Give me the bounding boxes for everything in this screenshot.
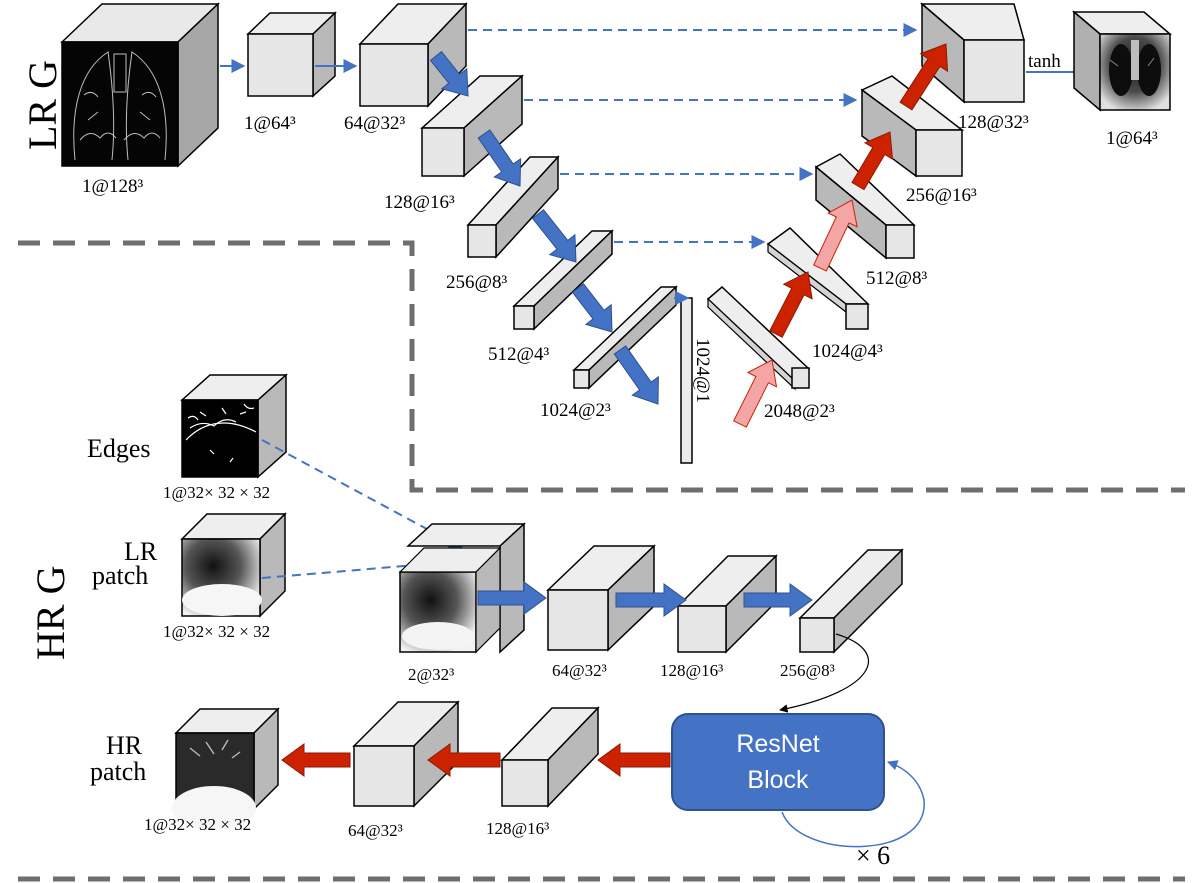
encoder-block-arrow — [429, 50, 469, 97]
lr-decoder-label-1024: 1024@4³ — [812, 341, 883, 362]
lr-bottleneck-label: 1024@1 — [692, 338, 713, 403]
lr-patch-word-2: patch — [92, 561, 148, 590]
hr-encoder-label-2: 2@32³ — [408, 665, 454, 684]
hr-patch-word-1: HR — [106, 731, 143, 760]
decoder-block-arrow — [851, 131, 894, 191]
encoder-block-arrow — [571, 282, 613, 333]
encoder-block-arrow — [743, 583, 813, 617]
hr-arrows — [281, 581, 813, 777]
decoder-block-arrow — [427, 743, 501, 777]
repeat-label: × 6 — [856, 841, 890, 870]
skip-connections — [468, 23, 918, 249]
lr-output-cube — [1071, 10, 1173, 112]
resnet-input-connector — [779, 633, 870, 713]
lr-encoder-block-128 — [420, 74, 524, 178]
encoder-block-arrow — [531, 208, 577, 263]
lr-downsample-cube — [246, 11, 337, 98]
hr-decoder-block-128 — [500, 706, 600, 808]
encoder-arrows — [429, 50, 659, 405]
lr-decoder-label-512: 512@8³ — [866, 268, 927, 289]
decoder-block-arrow — [733, 359, 778, 428]
lr-encoder-block-64 — [358, 2, 468, 108]
hr-concat-cube — [398, 522, 526, 654]
lr-encoder-label-1024: 1024@2³ — [540, 400, 611, 421]
lr-encoder-block-1024 — [572, 285, 678, 390]
hr-lr-patch-cube — [180, 512, 287, 618]
section-title-lr: LR G — [20, 60, 65, 150]
lr-encoder-label-64: 64@32³ — [344, 113, 405, 134]
decoder-block-arrow — [597, 743, 671, 777]
lr-downsample-label: 1@64³ — [244, 113, 296, 134]
edges-label: 1@32× 32 × 32 — [163, 483, 270, 502]
lr-input-label: 1@128³ — [82, 176, 143, 197]
ct-slice-image — [73, 51, 167, 161]
lr-input-cube — [60, 2, 220, 168]
lr-decoder-label-128: 128@32³ — [958, 112, 1029, 133]
lr-decoder-label-256: 256@16³ — [906, 185, 977, 206]
resnet-label-2: Block — [747, 766, 809, 794]
decoder-block-arrow — [769, 271, 813, 338]
edge-map-image — [185, 403, 257, 463]
hr-encoder-label-256: 256@8³ — [780, 661, 835, 680]
resnet-label-1: ResNet — [736, 730, 819, 758]
lr-decoder-label-2048: 2048@2³ — [764, 401, 835, 422]
hr-patch-label: 1@32× 32 × 32 — [144, 815, 251, 834]
hr-patch-word-2: patch — [90, 757, 146, 786]
hr-encoder-label-128: 128@16³ — [660, 661, 723, 680]
lung-patch-image — [182, 584, 262, 616]
edges-input-connector — [261, 439, 464, 549]
lung-patch-image — [172, 739, 256, 830]
hr-encoder-block-256 — [798, 548, 904, 654]
ct-slice-image — [1109, 40, 1161, 96]
decoder-arrows — [733, 43, 949, 428]
lr-encoder-block-512 — [512, 229, 614, 331]
lr-encoder-label-512: 512@4³ — [488, 344, 549, 365]
hr-decoder-label-128: 128@16³ — [486, 819, 549, 838]
lr-output-label: 1@64³ — [1106, 128, 1158, 149]
decoder-block-arrow — [899, 43, 949, 111]
resnet-block: ResNet Block — [671, 713, 885, 811]
hr-decoder-label-64: 64@32³ — [348, 821, 403, 840]
lr-encoder-label-256: 256@8³ — [446, 272, 507, 293]
lung-patch-image — [402, 622, 474, 650]
hr-output-cube — [172, 707, 280, 830]
activation-label: tanh — [1028, 51, 1061, 72]
decoder-block-arrow — [281, 743, 351, 777]
divider-lines — [18, 240, 1185, 882]
lr-patch-word-1: LR — [124, 537, 158, 566]
section-title-hr: HR G — [28, 566, 73, 660]
hr-encoder-block-64 — [546, 544, 656, 652]
decoder-block-arrow — [813, 199, 858, 272]
hr-encoder-label-64: 64@32³ — [552, 661, 607, 680]
hr-edges-cube — [180, 373, 288, 479]
encoder-block-arrow — [615, 583, 687, 617]
encoder-block-arrow — [613, 345, 659, 405]
resnet-loop-arrow — [781, 760, 925, 848]
lr-encoder-block-256 — [466, 155, 560, 259]
lr-bottleneck-bar — [680, 297, 693, 464]
encoder-block-arrow — [477, 129, 522, 187]
lr-encoder-label-128: 128@16³ — [384, 192, 455, 213]
encoder-block-arrow — [477, 581, 547, 615]
edges-word: Edges — [87, 434, 151, 463]
lr-patch-label: 1@32× 32 × 32 — [163, 622, 270, 641]
